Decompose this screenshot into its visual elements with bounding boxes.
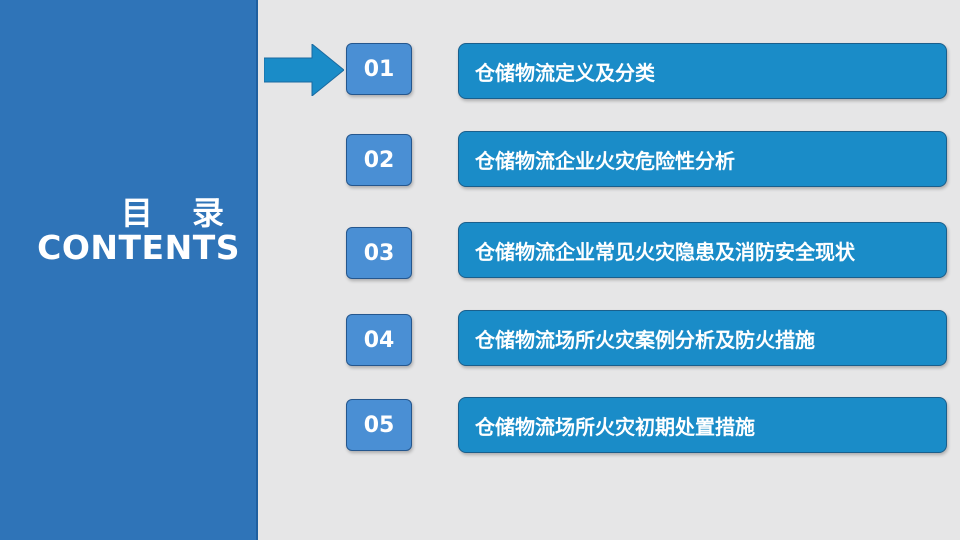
item-number-05[interactable]: 05 [346,399,412,451]
item-number-04[interactable]: 04 [346,314,412,366]
heading-chinese: 目 录 [120,194,238,232]
heading-english: CONTENTS [37,228,240,267]
item-title-02[interactable]: 仓储物流企业火灾危险性分析 [458,131,947,187]
item-title-05[interactable]: 仓储物流场所火灾初期处置措施 [458,397,947,453]
item-number-01[interactable]: 01 [346,43,412,95]
item-title-03[interactable]: 仓储物流企业常见火灾隐患及消防安全现状 [458,222,947,278]
item-number-03[interactable]: 03 [346,227,412,279]
item-title-04[interactable]: 仓储物流场所火灾案例分析及防火措施 [458,310,947,366]
item-title-01[interactable]: 仓储物流定义及分类 [458,43,947,99]
right-arrow-icon [264,44,344,96]
item-number-02[interactable]: 02 [346,134,412,186]
left-panel: 目 录 CONTENTS [0,0,258,540]
